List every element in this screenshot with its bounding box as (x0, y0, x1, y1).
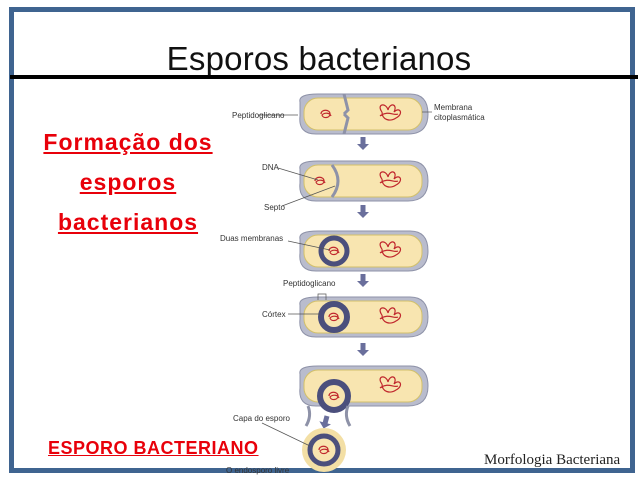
label-duas-membranas: Duas membranas (220, 234, 283, 243)
slide-title: Esporos bacterianos (166, 40, 472, 77)
label-peptidoglicano: Peptidoglicano (232, 111, 285, 120)
heading-line-2: esporos (79, 169, 177, 195)
arrow-icon (317, 414, 333, 431)
arrow-icon (357, 205, 369, 218)
cell-stage-5 (299, 365, 429, 427)
cell-stage-1 (299, 93, 429, 135)
free-spore (302, 428, 346, 472)
arrow-icon (357, 137, 369, 150)
spore-label: ESPORO BACTERIANO (48, 438, 259, 458)
label-capa-do-esporo: Capa do esporo (233, 414, 290, 423)
label-dna: DNA (262, 163, 280, 172)
label-endosporo-livre: O endosporo livre (226, 466, 290, 475)
title-underline (10, 75, 638, 79)
arrow-icon (357, 274, 369, 287)
cell-stage-4 (299, 296, 429, 338)
arrow-icon (357, 343, 369, 356)
label-membrana: Membrana (434, 103, 473, 112)
label-cortex: Córtex (262, 310, 286, 319)
cell-stage-3 (299, 230, 429, 272)
cell-stage-2 (299, 160, 429, 202)
label-septo: Septo (264, 203, 285, 212)
section-heading: Formação dos esporos bacterianos (20, 122, 236, 242)
footer-text: Morfologia Bacteriana (484, 452, 621, 468)
label-citoplasmatica: citoplasmática (434, 113, 485, 122)
heading-line-3: bacterianos (57, 209, 199, 235)
heading-line-1: Formação dos (43, 129, 213, 155)
label-peptidoglicano-2: Peptidoglicano (283, 279, 336, 288)
